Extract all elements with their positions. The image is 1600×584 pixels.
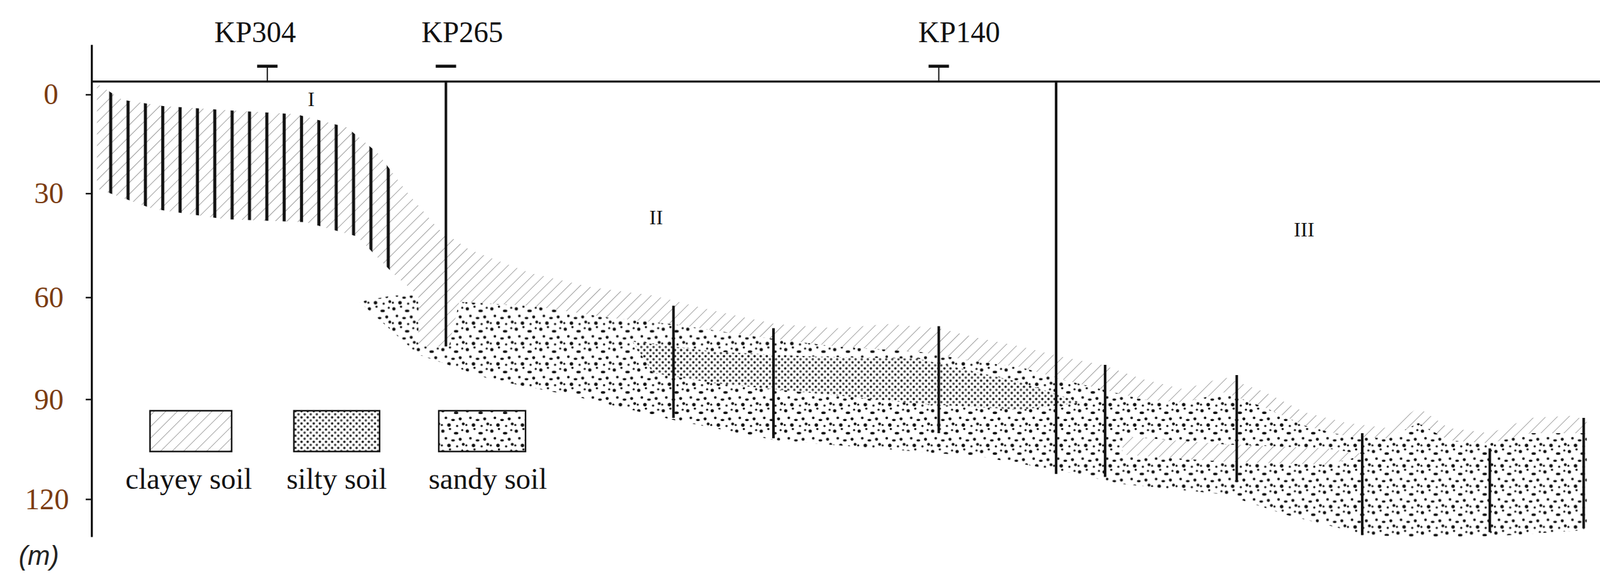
axis-unit: (m) (15, 541, 62, 571)
zone-label: III (1291, 217, 1317, 241)
zone-label: II (646, 205, 666, 229)
depth-tick: 0 (40, 78, 61, 111)
station-label: KP265 (418, 16, 506, 49)
station-label: KP140 (916, 16, 1003, 49)
legend-text: silty soil (283, 463, 390, 496)
station-label: KP304 (211, 16, 299, 49)
depth-tick: 60 (31, 281, 67, 314)
depth-tick: 120 (22, 483, 72, 516)
zone-label: I (305, 87, 318, 111)
depth-tick: 30 (31, 177, 67, 210)
legend-text: clayey soil (122, 463, 255, 496)
depth-tick: 90 (31, 384, 67, 417)
legend-text: sandy soil (425, 463, 550, 496)
